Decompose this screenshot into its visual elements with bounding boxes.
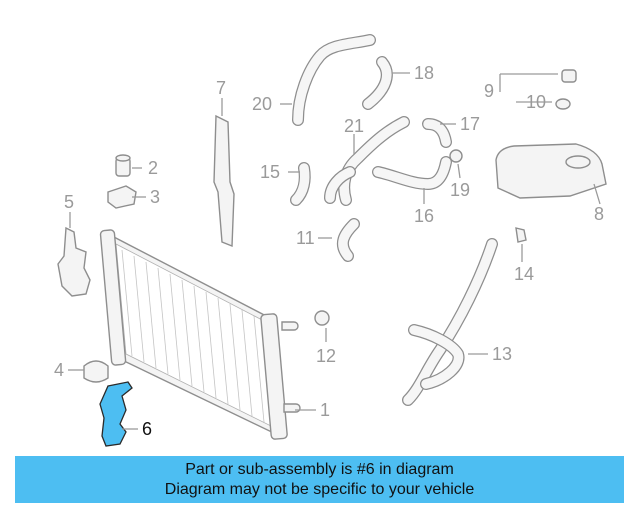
leader-lines [68,72,601,430]
clamp-part-14[interactable] [515,227,527,243]
hose-part-17[interactable] [422,118,452,148]
hose-part-13[interactable] [402,238,498,406]
callout-4: 4 [54,360,64,380]
callout-20: 20 [252,94,272,114]
callout-2: 2 [148,158,158,178]
callout-13: 13 [492,344,512,364]
plug-part-2[interactable] [115,154,131,177]
callout-17: 17 [460,114,480,134]
callout-10: 10 [526,92,546,112]
radiator-part-1[interactable] [99,229,301,440]
hose-part-21[interactable] [324,116,410,206]
callout-12: 12 [316,346,336,366]
info-banner: Part or sub-assembly is #6 in diagram Di… [15,456,624,503]
clamp-part-12[interactable] [314,310,330,326]
callout-15: 15 [260,162,280,182]
callout-19: 19 [450,180,470,200]
seal-part-7[interactable] [213,114,235,248]
callout-14: 14 [514,264,534,284]
bracket-part-5[interactable] [57,226,91,297]
banner-line-2: Diagram may not be specific to your vehi… [164,481,475,498]
bracket-part-6-highlighted[interactable] [99,381,133,447]
hose-part-15[interactable] [290,162,311,206]
callout-18: 18 [414,63,434,83]
callout-8: 8 [594,204,604,224]
callout-16: 16 [414,206,434,226]
callout-7: 7 [216,78,226,98]
mount-part-3[interactable] [107,185,137,209]
banner-line-1: Part or sub-assembly is #6 in diagram [185,461,454,478]
callout-5: 5 [64,192,74,212]
reservoir-part-8[interactable] [495,143,607,199]
callout-3: 3 [150,187,160,207]
cap-part-9[interactable] [561,69,577,83]
hose-part-18[interactable] [362,56,393,110]
callout-11: 11 [296,228,315,248]
callout-21: 21 [344,116,364,136]
callout-1: 1 [320,400,330,420]
hose-part-16[interactable] [372,156,452,190]
clamp-part-19[interactable] [449,149,463,163]
seal-part-10[interactable] [555,98,571,110]
parts-diagram: 1 2 3 4 5 6 7 8 9 10 11 12 13 14 15 16 1… [54,34,607,447]
callout-6: 6 [142,419,152,439]
hose-part-11[interactable] [336,218,360,262]
callout-9: 9 [484,81,494,101]
hose-part-20[interactable] [292,34,376,126]
mount-part-4[interactable] [83,360,109,383]
